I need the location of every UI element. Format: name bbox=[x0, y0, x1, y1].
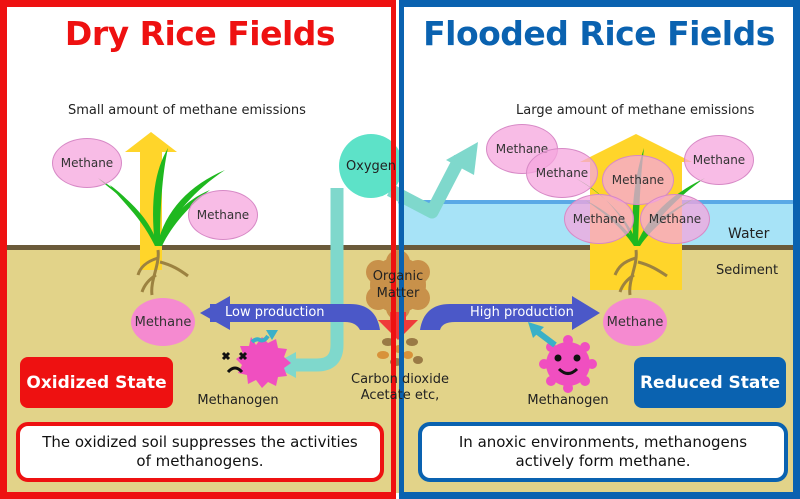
roots-right bbox=[613, 249, 668, 296]
low-production-arrow bbox=[200, 296, 380, 330]
water-label: Water bbox=[728, 226, 770, 242]
roots-left bbox=[136, 249, 189, 296]
methane-bubble: Methane bbox=[684, 135, 754, 185]
low-production-label: Low production bbox=[225, 305, 325, 320]
small-emission-caption: Small amount of methane emissions bbox=[68, 103, 306, 118]
organic-matter-label: Organic Matter bbox=[372, 269, 424, 301]
large-emission-caption: Large amount of methane emissions bbox=[516, 103, 755, 118]
methanogen-right bbox=[539, 335, 597, 393]
oxygen-label: Oxygen bbox=[345, 159, 397, 174]
weak-emission-arrowhead bbox=[266, 330, 278, 340]
oxidized-state-badge: Oxidized State bbox=[20, 357, 173, 408]
dry-field-frame bbox=[0, 0, 396, 499]
flooded-field-title: Flooded Rice Fields bbox=[423, 14, 775, 53]
oxygen-flow bbox=[290, 155, 466, 372]
products-line1: Carbon dioxide bbox=[351, 372, 449, 387]
high-production-arrow bbox=[420, 296, 600, 330]
methane-bubble: Methane bbox=[526, 148, 598, 198]
products-line2: Acetate etc, bbox=[360, 388, 440, 403]
root-methane-right: Methane bbox=[603, 298, 667, 346]
oxygen-circle bbox=[339, 134, 403, 198]
methanogen-right-label: Methanogen bbox=[527, 393, 609, 408]
high-production-label: High production bbox=[470, 305, 574, 320]
flooded-field-frame bbox=[399, 0, 800, 499]
active-emission-arrowhead bbox=[528, 322, 544, 338]
methanogen-left bbox=[221, 337, 291, 388]
oxidized-description: The oxidized soil suppresses the activit… bbox=[16, 422, 384, 482]
sediment-label: Sediment bbox=[716, 263, 779, 278]
methane-bubble: Methane bbox=[188, 190, 258, 240]
rice-plant-left bbox=[98, 148, 225, 246]
reduced-description: In anoxic environments, methanogens acti… bbox=[418, 422, 788, 482]
methane-bubble: Methane bbox=[564, 194, 634, 244]
oxygen-arrowhead-up bbox=[446, 142, 478, 175]
reduced-state-badge: Reduced State bbox=[634, 357, 786, 408]
root-methane-left: Methane bbox=[131, 298, 195, 346]
methanogen-left-label: Methanogen bbox=[197, 393, 279, 408]
methane-bubble: Methane bbox=[52, 138, 122, 188]
weak-emission-squiggle bbox=[250, 334, 270, 344]
decomposition-arrow bbox=[378, 312, 418, 340]
dry-field-title: Dry Rice Fields bbox=[64, 14, 336, 53]
methane-bubble: Methane bbox=[640, 194, 710, 244]
